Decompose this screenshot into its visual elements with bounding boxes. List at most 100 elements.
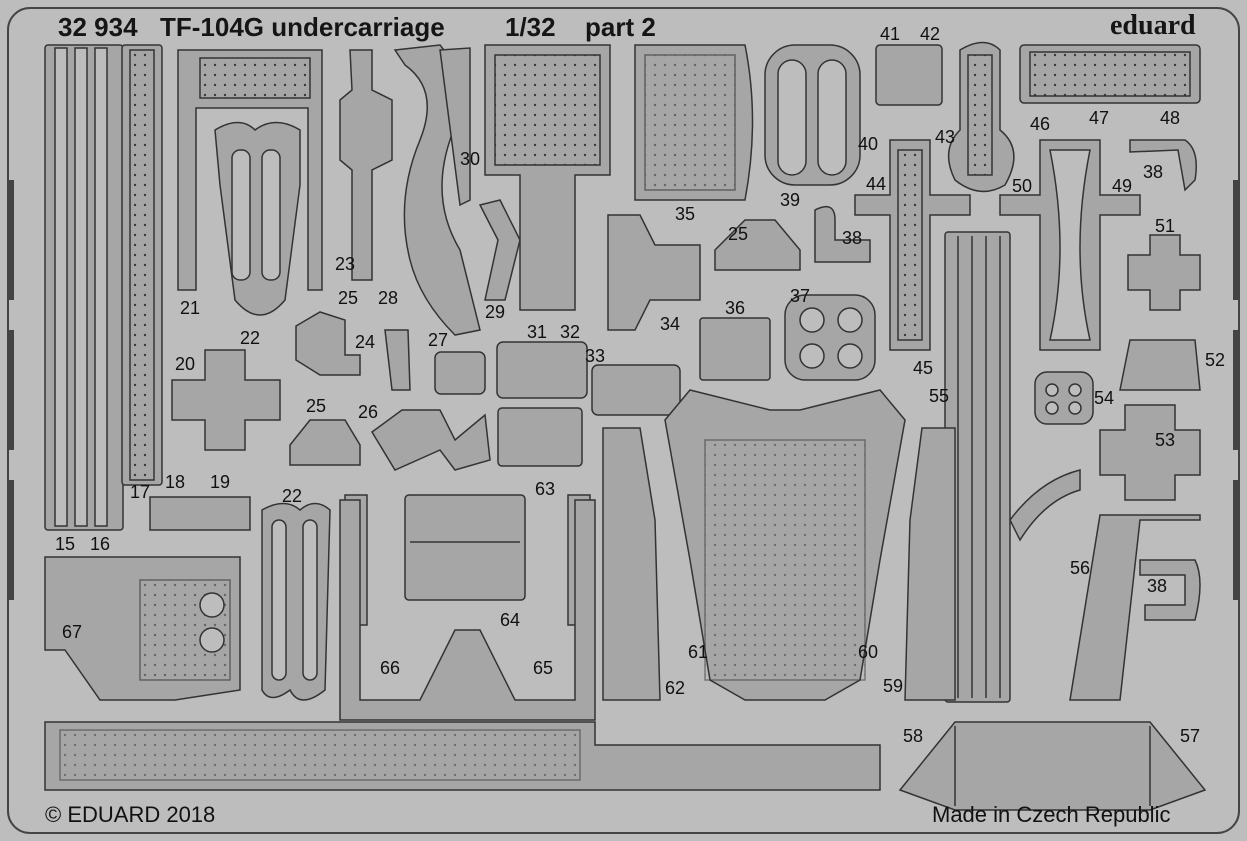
- part-38-hook-lower: [1139, 559, 1201, 621]
- part-number-26: 26: [358, 402, 378, 422]
- part-35-curved-panel: [634, 44, 754, 201]
- part-number-21: 21: [180, 298, 200, 318]
- part-22-link-lower: [261, 502, 331, 701]
- part-43-arm: [947, 41, 1015, 193]
- part-lower-bar: [44, 721, 881, 791]
- part-15-16-strips: [44, 44, 124, 531]
- part-number-60: 60: [858, 642, 878, 662]
- part-number-45: 45: [913, 358, 933, 378]
- part-29-bracket: [478, 199, 521, 301]
- part-number-17: 17: [130, 482, 150, 502]
- part-54-washers: [1034, 371, 1094, 425]
- part-number-49: 49: [1112, 176, 1132, 196]
- part-20-cross: [171, 349, 281, 451]
- part-63-block: [497, 407, 583, 467]
- part-number-25: 25: [306, 396, 326, 416]
- part-number-16: 16: [90, 534, 110, 554]
- part-number-62: 62: [665, 678, 685, 698]
- part-number-29: 29: [485, 302, 505, 322]
- frame-notches: [8, 180, 1239, 600]
- part-number-34: 34: [660, 314, 680, 334]
- part-55-pipes: [944, 231, 1081, 703]
- set-number: 32 934: [58, 12, 138, 42]
- part-number-28: 28: [378, 288, 398, 308]
- part-number-38: 38: [842, 228, 862, 248]
- part-number-36: 36: [725, 298, 745, 318]
- part-number-39: 39: [780, 190, 800, 210]
- part-25-clip-b: [295, 311, 361, 376]
- part-number-37: 37: [790, 286, 810, 306]
- part-number-40: 40: [858, 134, 878, 154]
- part-number-52: 52: [1205, 350, 1225, 370]
- part-number-65: 65: [533, 658, 553, 678]
- part-number-55: 55: [929, 386, 949, 406]
- part-number-43: 43: [935, 127, 955, 147]
- part-23-strut: [339, 49, 393, 281]
- part-number-38: 38: [1147, 576, 1167, 596]
- part-number-44: 44: [866, 174, 886, 194]
- part-number-22: 22: [240, 328, 260, 348]
- part-67-plate: [44, 556, 241, 701]
- part-59-panel: [904, 427, 956, 701]
- part-number-54: 54: [1094, 388, 1114, 408]
- part-26-bracket: [371, 409, 491, 471]
- part-number-25: 25: [338, 288, 358, 308]
- part-37-discs: [784, 294, 876, 381]
- part-51-cross: [1127, 234, 1201, 311]
- part-number-31: 31: [527, 322, 547, 342]
- part-38-hook-mid: [814, 205, 871, 263]
- part-number-59: 59: [883, 676, 903, 696]
- part-number-56: 56: [1070, 558, 1090, 578]
- part-44-45-cross: [854, 139, 971, 351]
- part-46-48-strip: [1019, 44, 1201, 104]
- part-33-hex: [591, 364, 681, 416]
- part-17-strip: [121, 44, 163, 486]
- part-49-50-spring: [999, 139, 1141, 351]
- part-number-63: 63: [535, 479, 555, 499]
- part-number-57: 57: [1180, 726, 1200, 746]
- part-number-47: 47: [1089, 108, 1109, 128]
- part-24-clip: [384, 329, 411, 391]
- part-18-19-tabs: [149, 496, 251, 531]
- part-number-64: 64: [500, 610, 520, 630]
- part-number-24: 24: [355, 332, 375, 352]
- part-number-61: 61: [688, 642, 708, 662]
- part-label: part 2: [585, 12, 656, 42]
- part-number-50: 50: [1012, 176, 1032, 196]
- part-53-cross: [1099, 404, 1201, 501]
- part-number-48: 48: [1160, 108, 1180, 128]
- part-number-67: 67: [62, 622, 82, 642]
- part-60-61-large-panel: [664, 389, 906, 701]
- part-number-42: 42: [920, 24, 940, 44]
- part-30-tube: [439, 47, 471, 207]
- part-35-panel: [484, 44, 611, 311]
- part-number-35: 35: [675, 204, 695, 224]
- part-number-27: 27: [428, 330, 448, 350]
- part-62-panel: [602, 427, 661, 701]
- part-number-25: 25: [728, 224, 748, 244]
- part-56-pipe: [1069, 514, 1201, 701]
- part-number-23: 23: [335, 254, 355, 274]
- part-38-hook-top: [1129, 139, 1197, 192]
- part-57-58-bar: [898, 721, 1207, 811]
- part-36-block: [699, 317, 771, 381]
- part-65-66-bracket: [339, 499, 596, 721]
- part-number-66: 66: [380, 658, 400, 678]
- part-39-40-clamps: [764, 44, 861, 186]
- part-number-38: 38: [1143, 162, 1163, 182]
- part-number-22: 22: [282, 486, 302, 506]
- part-number-18: 18: [165, 472, 185, 492]
- scale-label: 1/32: [505, 12, 556, 42]
- part-41-42: [875, 44, 943, 106]
- part-21-frame: [177, 49, 323, 291]
- part-25-clip-c: [289, 419, 361, 466]
- copyright-text: © EDUARD 2018: [45, 802, 215, 827]
- eduard-logo: eduard: [1110, 10, 1196, 41]
- part-34-bracket: [607, 214, 701, 331]
- part-number-53: 53: [1155, 430, 1175, 450]
- part-number-19: 19: [210, 472, 230, 492]
- part-number-20: 20: [175, 354, 195, 374]
- part-number-15: 15: [55, 534, 75, 554]
